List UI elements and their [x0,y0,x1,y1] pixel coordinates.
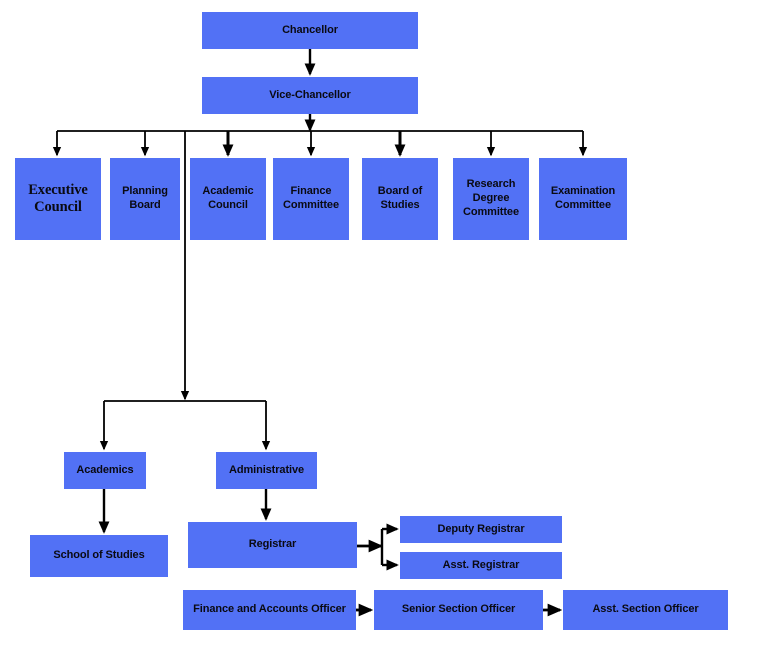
node-asst-registrar[interactable]: Asst. Registrar [400,552,562,579]
node-label: Finance and Accounts Officer [193,603,346,616]
node-label: Vice-Chancellor [269,88,351,101]
node-asst-section-officer[interactable]: Asst. Section Officer [563,590,728,630]
node-label: Board of Studies [377,185,423,211]
node-registrar[interactable]: Registrar [188,522,357,568]
node-administrative[interactable]: Administrative [216,452,317,489]
node-label: Senior Section Officer [401,603,516,616]
node-deputy-registrar[interactable]: Deputy Registrar [400,516,562,543]
node-senior-section-officer[interactable]: Senior Section Officer [374,590,543,630]
node-label: Registrar [248,538,297,551]
node-label: Executive Council [28,182,88,215]
node-research-degree-committee[interactable]: Research Degree Committee [453,158,529,240]
node-label: Finance Committee [283,185,339,211]
node-finance-committee[interactable]: Finance Committee [273,158,349,240]
node-label: Examination Committee [550,185,616,211]
node-label: Asst. Section Officer [592,603,699,616]
node-academics[interactable]: Academics [64,452,146,489]
node-label: Research Degree Committee [463,178,519,218]
node-label: Academics [76,463,134,476]
node-label: Planning Board [122,185,168,211]
node-chancellor[interactable]: Chancellor [202,12,418,49]
node-label: Deputy Registrar [437,522,525,535]
node-executive-council[interactable]: Executive Council [15,158,101,240]
node-label: Asst. Registrar [442,558,520,571]
node-finance-and-accounts-officer[interactable]: Finance and Accounts Officer [183,590,356,630]
node-planning-board[interactable]: Planning Board [110,158,180,240]
node-label: Chancellor [282,23,338,36]
node-label: School of Studies [53,549,145,562]
node-label: Academic Council [202,185,254,211]
node-academic-council[interactable]: Academic Council [190,158,266,240]
node-examination-committee[interactable]: Examination Committee [539,158,627,240]
node-board-of-studies[interactable]: Board of Studies [362,158,438,240]
node-vice-chancellor[interactable]: Vice-Chancellor [202,77,418,114]
node-label: Administrative [228,463,304,476]
node-school-of-studies[interactable]: School of Studies [30,535,168,577]
